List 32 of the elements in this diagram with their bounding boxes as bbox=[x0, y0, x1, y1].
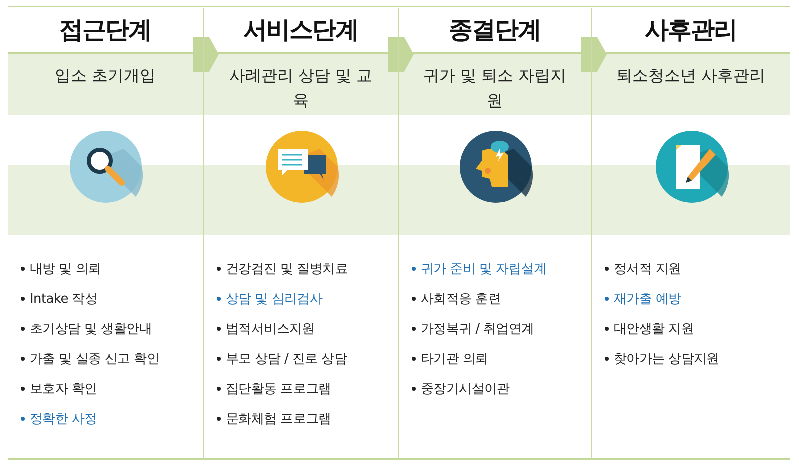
list-item: 대안생활 지원 bbox=[614, 321, 694, 338]
list-item: 법적서비스지원 bbox=[226, 321, 315, 338]
list-item: 재가출 예방 bbox=[614, 291, 682, 308]
stage-title: 사후관리 bbox=[644, 15, 738, 46]
list-item: 내방 및 의뢰 bbox=[30, 261, 102, 278]
list-item: 타기관 의뢰 bbox=[421, 351, 488, 368]
list-item: 문화체험 프로그램 bbox=[226, 411, 332, 428]
list-item: Intake 작성 bbox=[30, 291, 98, 308]
list-item: 귀가 준비 및 자립설계 bbox=[421, 261, 547, 278]
stage-subtitle: 퇴소청소년 사후관리 bbox=[615, 65, 767, 87]
stage-subtitle: 입소 초기개입 bbox=[54, 65, 158, 87]
list-item: 초기상담 및 생활안내 bbox=[30, 321, 152, 338]
list-item: 가출 및 실종 신고 확인 bbox=[30, 351, 160, 368]
list-item: 부모 상담 / 진로 상담 bbox=[226, 351, 348, 368]
list-item: 건강검진 및 질병치료 bbox=[226, 261, 348, 278]
stage-title: 접근단계 bbox=[58, 15, 152, 46]
list-item: 상담 및 심리검사 bbox=[226, 291, 323, 308]
list-item: 중장기시설이관 bbox=[421, 381, 510, 398]
stage-subtitle: 사례관리 상담 및 교육 bbox=[228, 65, 374, 112]
stage-subtitle: 귀가 및 퇴소 자립지원 bbox=[422, 65, 568, 112]
list-item: 가정복귀 / 취업연계 bbox=[421, 321, 534, 338]
stage-title: 종결단계 bbox=[448, 15, 542, 46]
list-item: 사회적응 훈련 bbox=[421, 291, 502, 308]
stage-title: 서비스단계 bbox=[242, 15, 360, 46]
list-item: 보호자 확인 bbox=[30, 381, 98, 398]
chevron-arrow bbox=[581, 36, 607, 72]
list-item: 정서적 지원 bbox=[614, 261, 682, 278]
list-item: 집단활동 프로그램 bbox=[226, 381, 332, 398]
chevron-arrow bbox=[388, 36, 414, 72]
list-item: 찾아가는 상담지원 bbox=[614, 351, 720, 368]
list-item: 정확한 사정 bbox=[30, 411, 98, 428]
chevron-arrow bbox=[193, 36, 219, 72]
